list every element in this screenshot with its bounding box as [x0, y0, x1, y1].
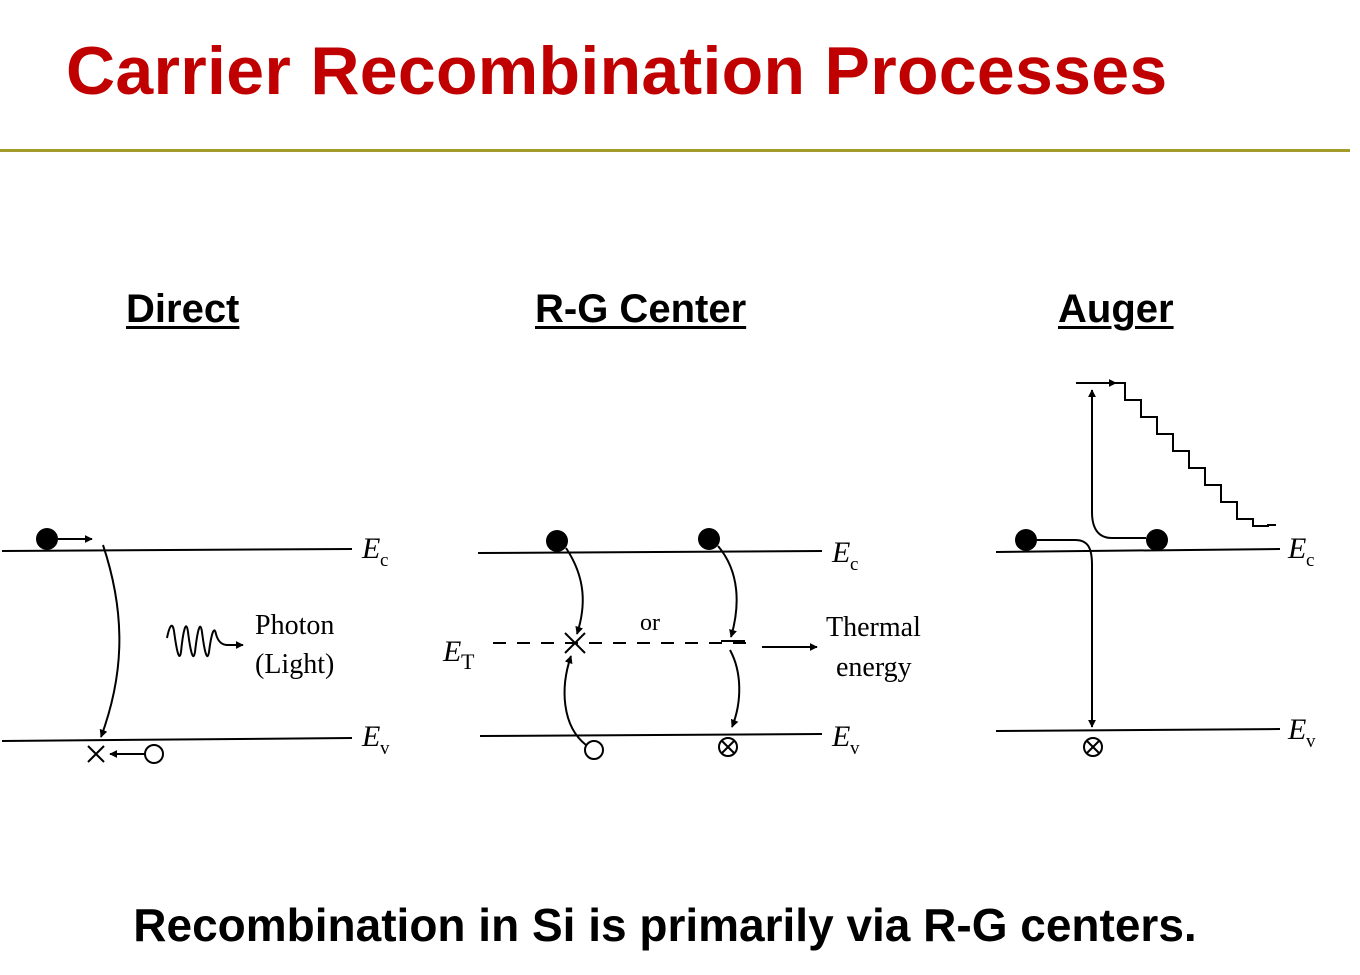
auger-recombination-arrow — [1037, 539, 1096, 728]
rg-electron-right — [698, 528, 720, 550]
direct-conduction-band — [1, 548, 353, 552]
svg-text:c: c — [380, 550, 388, 571]
rg-valence-band — [479, 733, 823, 737]
svg-text:v: v — [850, 738, 860, 759]
auger-diagram: E c E v — [995, 379, 1316, 757]
svg-text:E: E — [442, 635, 461, 668]
direct-ev-label: E v — [361, 720, 390, 759]
rg-electron-trap-arrow — [717, 545, 738, 638]
svg-text:E: E — [361, 532, 380, 565]
svg-text:E: E — [831, 536, 850, 569]
auger-ev-label: E v — [1287, 713, 1316, 752]
rg-recombined-pair-icon — [718, 737, 738, 757]
auger-recombined-pair-icon — [1083, 737, 1103, 757]
auger-excitation-arrow — [1088, 389, 1146, 539]
trap-cross — [564, 632, 586, 654]
svg-text:E: E — [1287, 713, 1306, 746]
auger-valence-band — [995, 728, 1281, 732]
direct-recombination-cross — [87, 745, 105, 763]
auger-ec-label: E c — [1287, 532, 1314, 571]
svg-text:v: v — [1306, 731, 1316, 752]
svg-text:c: c — [850, 554, 858, 575]
energy-label: energy — [836, 652, 912, 683]
rg-conduction-band — [477, 550, 823, 554]
light-label: (Light) — [255, 649, 334, 680]
or-label: or — [640, 610, 660, 636]
svg-text:v: v — [380, 738, 390, 759]
summary-statement: Recombination in Si is primarily via R-G… — [133, 899, 1197, 951]
svg-text:c: c — [1306, 550, 1314, 571]
photon-wave-icon — [166, 624, 229, 658]
title-divider — [0, 149, 1350, 152]
rg-ev-label: E v — [831, 720, 860, 759]
direct-ec-label: E c — [361, 532, 388, 571]
direct-valence-band — [1, 737, 353, 742]
direct-electron — [36, 528, 58, 550]
svg-text:E: E — [1287, 532, 1306, 565]
auger-electron-left — [1015, 529, 1037, 551]
rg-ec-label: E c — [831, 536, 858, 575]
rg-center-heading: R-G Center — [535, 287, 747, 331]
rg-electron-emission-arrow — [729, 649, 741, 728]
auger-conduction-band — [995, 548, 1281, 553]
svg-text:T: T — [461, 649, 475, 674]
svg-text:E: E — [361, 720, 380, 753]
auger-electron-right — [1146, 529, 1168, 551]
direct-recombination-arrow — [99, 544, 121, 738]
direct-hole — [144, 744, 164, 764]
direct-heading: Direct — [126, 287, 240, 331]
rg-hole-capture-arrow — [563, 655, 587, 746]
thermal-label: Thermal — [826, 612, 921, 643]
photon-label: Photon — [255, 610, 334, 641]
svg-text:E: E — [831, 720, 850, 753]
rg-electron-left — [546, 530, 568, 552]
direct-diagram: Photon (Light) E c E v — [1, 528, 390, 764]
slide-title: Carrier Recombination Processes — [66, 33, 1168, 109]
rg-electron-capture-arrow — [565, 547, 584, 635]
auger-heading: Auger — [1058, 287, 1174, 331]
rg-center-diagram: or Thermal energy E T E c E v — [442, 528, 921, 760]
thermalization-staircase — [1116, 382, 1276, 527]
et-label: E T — [442, 635, 475, 674]
rg-hole — [584, 740, 604, 760]
